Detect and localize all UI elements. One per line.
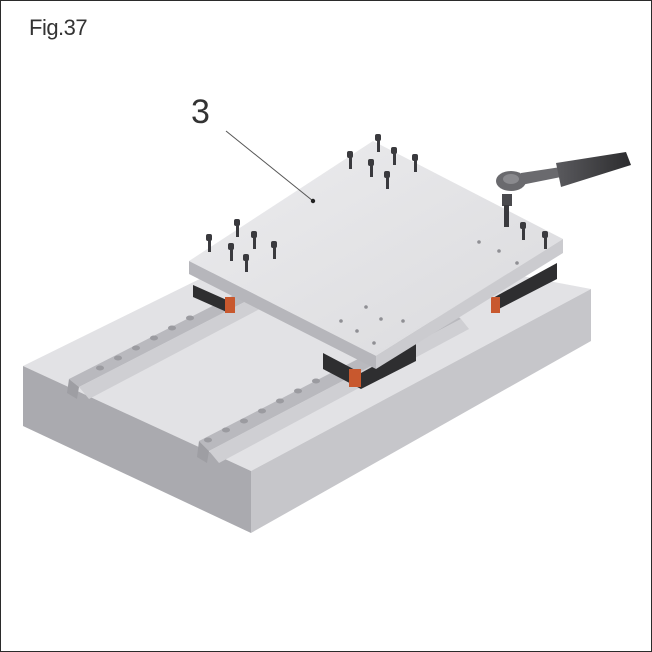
leader-line <box>225 130 314 202</box>
callout-number: 3 <box>191 93 210 131</box>
bolts <box>206 134 548 272</box>
carriage-blocks <box>193 263 557 389</box>
rail-holes <box>96 315 320 443</box>
ratchet-wrench-icon <box>496 152 631 227</box>
figure-label: Fig.37 <box>29 15 88 40</box>
bolt-group-right <box>520 222 548 249</box>
leader-dot <box>310 198 316 204</box>
bolt-group-back <box>347 134 418 189</box>
bolt-group-left <box>206 219 277 272</box>
carriage-plate[interactable] <box>189 141 563 369</box>
plate-holes <box>339 240 519 345</box>
